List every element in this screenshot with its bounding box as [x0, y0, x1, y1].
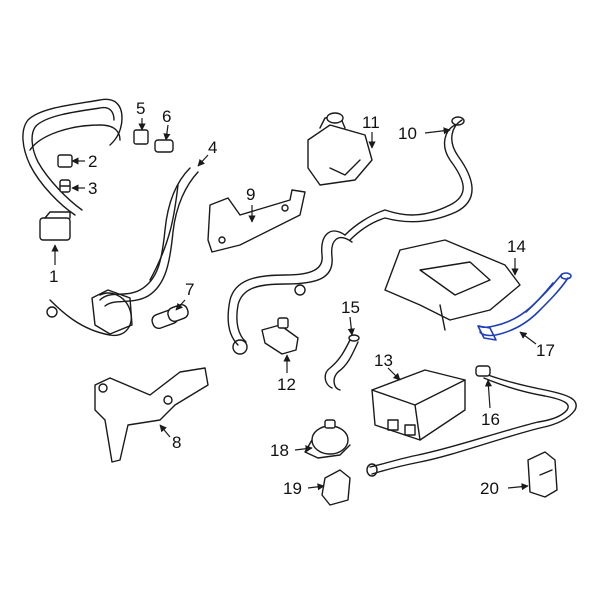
callout-17: 17 — [536, 341, 555, 360]
highlighted-hose-17 — [477, 272, 572, 341]
callout-7: 7 — [185, 280, 194, 299]
callout-11: 11 — [362, 113, 380, 132]
reservoir-11 — [307, 112, 373, 186]
grommet-7 — [151, 303, 189, 330]
coolant-hose-16 — [366, 365, 577, 477]
fitting-3 — [59, 179, 71, 193]
callout-12: 12 — [277, 375, 296, 394]
bracket-20 — [527, 451, 558, 498]
callout-9: 9 — [246, 185, 255, 204]
callout-15: 15 — [341, 298, 360, 317]
bracket-8 — [94, 367, 209, 463]
ac-line-assembly — [22, 98, 133, 337]
ac-hose-4 — [99, 167, 199, 307]
fitting-5 — [133, 129, 149, 145]
fitting-6 — [154, 139, 174, 153]
connector-hose-15 — [324, 334, 360, 391]
callout-20: 20 — [480, 479, 499, 498]
coolant-hose-main — [227, 230, 353, 355]
callout-1: 1 — [49, 267, 58, 286]
inverter-13 — [371, 369, 466, 441]
fitting-2 — [57, 154, 73, 168]
callout-14: 14 — [507, 237, 526, 256]
coolant-hose-10 — [344, 116, 473, 241]
callout-2: 2 — [88, 152, 97, 171]
callout-16: 16 — [481, 410, 500, 429]
callout-13: 13 — [374, 351, 393, 370]
leader-lines — [51, 118, 537, 491]
bracket-19 — [321, 469, 351, 506]
bracket-9 — [207, 189, 306, 253]
callout-labels: 1 2 3 4 5 6 7 8 9 10 11 12 13 14 15 16 1… — [49, 99, 555, 498]
callout-6: 6 — [162, 107, 171, 126]
callout-5: 5 — [136, 99, 145, 118]
callout-19: 19 — [283, 479, 302, 498]
callout-10: 10 — [398, 124, 417, 143]
water-pump-18 — [304, 419, 351, 459]
tee-fitting-12 — [261, 317, 299, 355]
callout-3: 3 — [88, 179, 97, 198]
callout-4: 4 — [208, 138, 217, 157]
callout-18: 18 — [270, 441, 289, 460]
callout-8: 8 — [172, 433, 181, 452]
tray-14 — [384, 239, 521, 331]
